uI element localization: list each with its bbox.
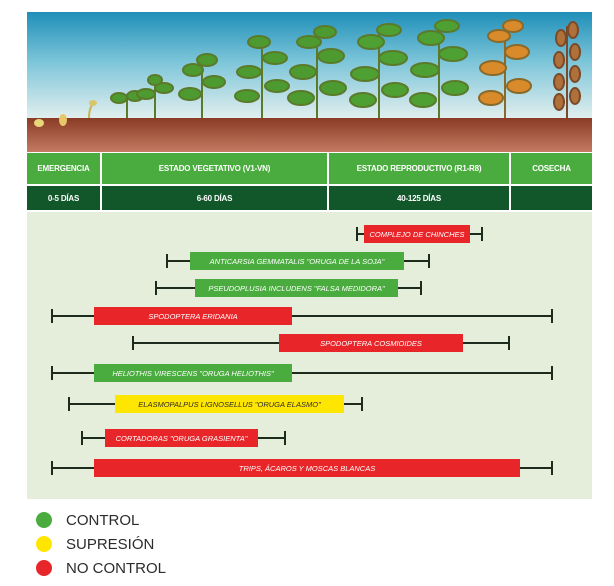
crop-growth-illustration: [27, 12, 592, 152]
pest-timeline: COMPLEJO DE CHINCHES ANTICARSIA GEMMATALI…: [51, 225, 553, 477]
legend-item-supresion: SUPRESIÓN: [36, 532, 166, 556]
stage-name-row: EMERGENCIA ESTADO VEGETATIVO (V1-Vn) EST…: [27, 153, 592, 184]
pest-bar-no_control: [279, 334, 463, 352]
stage-cosecha: COSECHA: [511, 153, 592, 184]
stage-reproductivo: ESTADO REPRODUCTIVO (R1-R8): [329, 153, 509, 184]
pest-label: PSEUDOPLUSIA INCLUDENS "FALSA MEDIDORA": [208, 284, 385, 293]
days-emergencia: 0-5 DÍAS: [27, 186, 100, 210]
pest-label: TRIPS, ÁCAROS Y MOSCAS BLANCAS: [239, 464, 375, 473]
pest-bar-control: [195, 279, 398, 297]
pest-bar-control: [190, 252, 404, 270]
pest-label: CORTADORAS "ORUGA GRASIENTA": [116, 434, 248, 443]
stage-vegetativo: ESTADO VEGETATIVO (V1-Vn): [102, 153, 327, 184]
pest-label: COMPLEJO DE CHINCHES: [369, 230, 464, 239]
legend-item-control: CONTROL: [36, 508, 166, 532]
legend-label-no-control: NO CONTROL: [66, 559, 167, 577]
pest-label: SPODOPTERA ERIDANIA: [148, 312, 237, 321]
pest-bar-no_control: [94, 307, 292, 325]
legend-label-supresion: SUPRESIÓN: [66, 535, 155, 553]
days-cosecha: [511, 186, 592, 210]
days-reproductivo: 40-125 DÍAS: [329, 186, 509, 210]
pest-bar-control: [94, 364, 292, 382]
pest-label: ELASMOPALPUS LIGNOSELLUS "ORUGA ELASMO": [138, 400, 321, 409]
pest-label: HELIOTHIS VIRESCENS "ORUGA HELIOTHIS": [112, 369, 274, 378]
dot-control-icon: [36, 512, 52, 528]
pest-bar-no_control: [105, 429, 258, 447]
days-vegetativo: 6-60 DÍAS: [102, 186, 327, 210]
dot-supresion-icon: [36, 536, 52, 552]
legend-label-control: CONTROL: [66, 511, 140, 529]
pest-label: ANTICARSIA GEMMATALIS "ORUGA DE LA SOJA": [209, 257, 385, 266]
legend: CONTROL SUPRESIÓN NO CONTROL: [36, 508, 166, 580]
dot-no-control-icon: [36, 560, 52, 576]
pest-bar-supresion: [115, 395, 344, 413]
pest-timeline-panel: COMPLEJO DE CHINCHES ANTICARSIA GEMMATALI…: [27, 212, 592, 499]
stage-days-row: 0-5 DÍAS 6-60 DÍAS 40-125 DÍAS: [27, 186, 592, 210]
pest-label: SPODOPTERA COSMIOIDES: [320, 339, 422, 348]
pest-bar-no_control: [94, 459, 520, 477]
legend-item-no-control: NO CONTROL: [36, 556, 166, 580]
pest-bar-no_control: [364, 225, 470, 243]
stage-emergencia: EMERGENCIA: [27, 153, 100, 184]
